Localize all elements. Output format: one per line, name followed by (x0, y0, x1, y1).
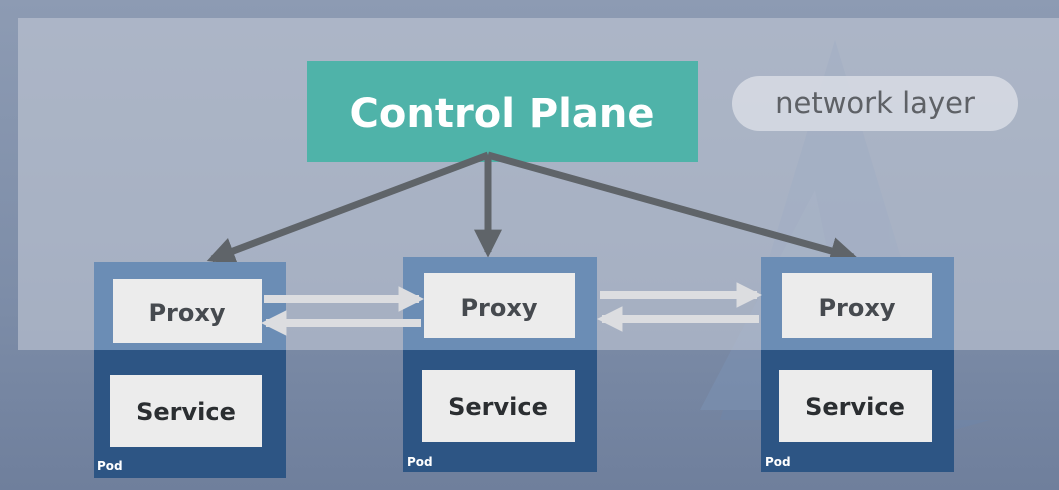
pod-1-service-label: Service (136, 398, 236, 426)
network-layer-badge: network layer (732, 76, 1018, 131)
pod-2-pod-label: Pod (407, 455, 433, 469)
pod-2-proxy-box (424, 273, 575, 338)
pod-3-proxy-box (782, 273, 932, 338)
control-plane: Control Plane (307, 61, 698, 162)
pod-1: Proxy Service Pod (94, 262, 286, 478)
control-plane-box (307, 61, 698, 162)
pod-2-service-box (422, 370, 575, 442)
arrow-to-proxy-1 (206, 151, 490, 265)
arrow-to-proxy-3 (487, 151, 859, 265)
pod-3: Proxy Service Pod (761, 257, 954, 472)
pod-3-service-label: Service (805, 393, 905, 421)
control-plane-label: Control Plane (350, 91, 655, 137)
control-plane-arrows (206, 151, 859, 265)
pod-3-pod-label: Pod (765, 455, 791, 469)
network-layer-pill (732, 76, 1018, 131)
pod-1-pod-label: Pod (97, 459, 123, 473)
pod-3-service-box (779, 370, 932, 442)
pod-2: Proxy Service Pod (403, 257, 597, 472)
pod-3-proxy-label: Proxy (818, 294, 895, 322)
pod-1-proxy-box (113, 279, 262, 343)
pod-1-service-box (110, 375, 262, 447)
pod-2-proxy-label: Proxy (460, 294, 537, 322)
network-layer-label: network layer (775, 86, 975, 120)
proxy-to-proxy-arrows (260, 282, 763, 336)
pod-1-proxy-label: Proxy (148, 299, 225, 327)
pod-2-service-label: Service (448, 393, 548, 421)
